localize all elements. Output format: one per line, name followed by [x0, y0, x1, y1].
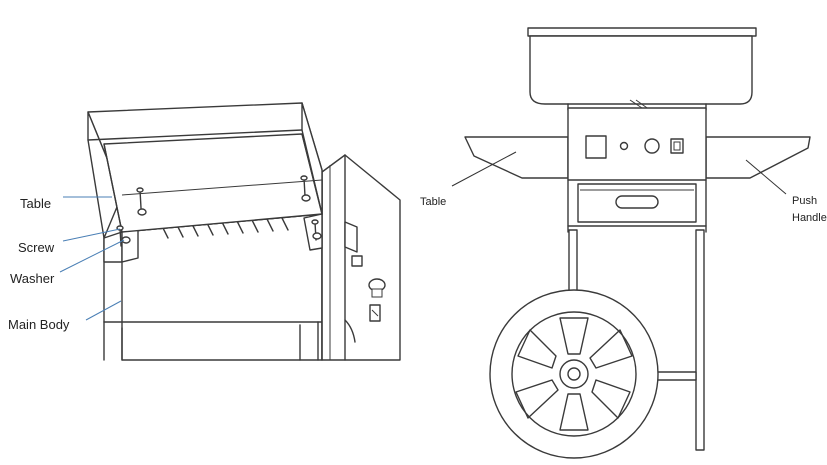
screw-leader [62, 228, 121, 242]
wheel [489, 289, 659, 459]
label-main-body: Main Body [8, 317, 70, 332]
label-push: Push [792, 195, 817, 207]
screw-icon [300, 175, 311, 202]
side-housing [321, 154, 401, 361]
label-table-right: Table [420, 196, 446, 208]
main-body-leader [85, 300, 122, 321]
bowl [527, 27, 757, 131]
drawer [567, 179, 707, 233]
power-switch-icon [585, 135, 607, 159]
table-box [87, 102, 323, 239]
wheel-spokes [515, 317, 633, 431]
screw-icon [136, 187, 147, 216]
dial-knob-icon [644, 138, 660, 154]
label-table-left: Table [20, 196, 51, 211]
push-handle-leader [745, 159, 787, 195]
drawer-handle-icon [615, 195, 659, 209]
label-handle: Handle [792, 212, 827, 224]
left-figure: Table Screw Washer Main Body [8, 102, 401, 361]
label-washer: Washer [10, 271, 55, 286]
washer-leader [59, 239, 125, 273]
screws [116, 175, 322, 247]
switch-icon [344, 221, 358, 253]
label-screw: Screw [18, 240, 55, 255]
indicator-light-icon [619, 141, 629, 151]
side-tables [464, 136, 811, 179]
table-leader-right [451, 151, 517, 187]
screw-icon [311, 219, 322, 241]
screw-icon [116, 225, 131, 247]
control-box [567, 107, 707, 181]
knob-icon [351, 255, 363, 267]
right-figure: Table Push Handle [420, 27, 827, 459]
